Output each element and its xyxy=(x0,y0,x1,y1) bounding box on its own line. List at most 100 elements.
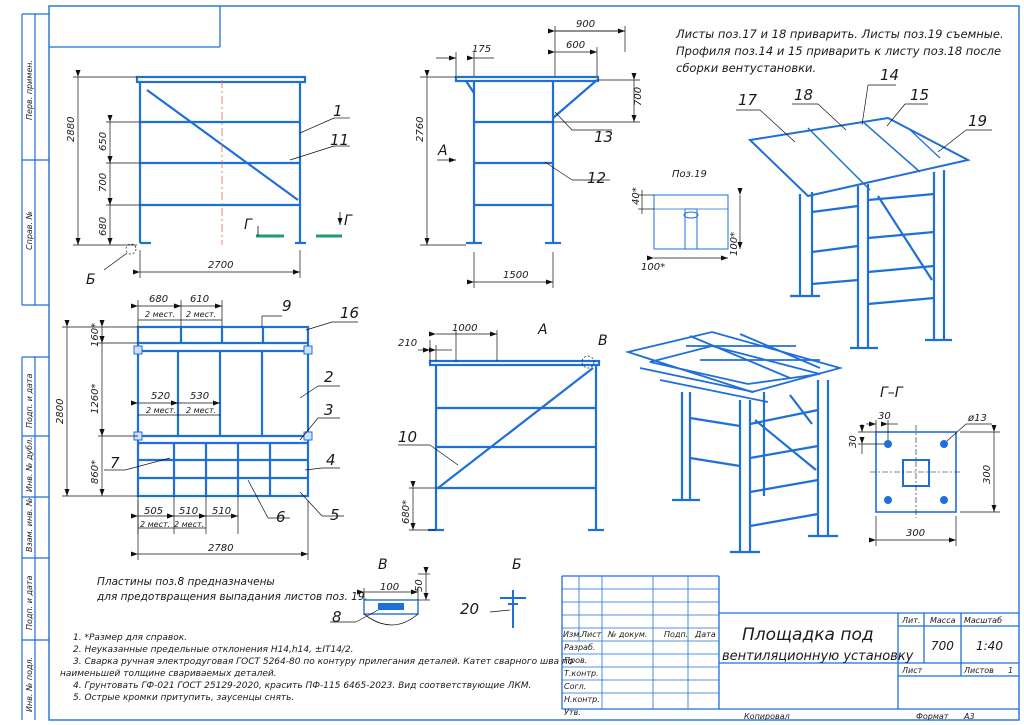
sheets-label: Листов xyxy=(963,666,994,675)
plan-pos-2: 2 xyxy=(324,368,334,386)
plan-dim-bot-a-note: 2 мест. xyxy=(140,520,170,529)
section-mark-left: Г xyxy=(244,217,253,233)
plan-dim-top-a-note: 2 мест. xyxy=(145,310,175,319)
plan-pos-5: 5 xyxy=(330,506,340,524)
mass-value: 700 xyxy=(931,639,954,653)
stamp-role-0: Разраб. xyxy=(564,643,595,652)
side-view-mark: А xyxy=(437,143,448,159)
plan-dim-left-top: 160* xyxy=(90,323,101,347)
sheets-value: 1 xyxy=(1008,666,1013,675)
stamp-role-5: Утв. xyxy=(564,708,581,717)
detail-b-pos-20: 20 xyxy=(460,600,479,618)
stamp-header-4: Дата xyxy=(694,630,716,639)
plan-dim-mid-a: 520 xyxy=(151,391,170,402)
side-dim-left: 175 xyxy=(472,44,491,55)
plan-pos-16: 16 xyxy=(340,304,359,322)
title-block: Изм. Лист № докум. Подп. Дата Разраб. Пр… xyxy=(561,575,1019,721)
iso-view-top: 17 18 14 15 19 xyxy=(736,66,992,350)
plan-pos-7: 7 xyxy=(110,454,120,472)
plan-dim-bot-b: 510 xyxy=(179,506,198,517)
format-value: A3 xyxy=(963,712,975,721)
sheet-label: Лист xyxy=(901,666,923,675)
plan-dim-bot-a: 505 xyxy=(144,506,163,517)
side-pos-13: 13 xyxy=(594,128,613,146)
section-g-dim-hole: ø13 xyxy=(967,413,987,424)
detail-v-dim-w: 100 xyxy=(380,582,399,593)
detail-v: В 100 50 8 xyxy=(330,557,430,626)
front-dim-h1: 650 xyxy=(98,132,109,151)
iso-pos-15: 15 xyxy=(910,86,929,104)
plan-dim-mid-b: 530 xyxy=(190,391,209,402)
plan-pos-6: 6 xyxy=(276,508,286,526)
margin-label-4: Взам. инв. № xyxy=(25,498,34,552)
note-top-line-0: Листы поз.17 и 18 приварить. Листы поз.1… xyxy=(675,27,1004,41)
pos19-title: Поз.19 xyxy=(672,169,707,180)
front-dim-h2: 700 xyxy=(98,173,109,192)
margin-label-0: Перв. примен. xyxy=(25,60,34,120)
plates-note-line-1: для предотвращения выпадания листов поз.… xyxy=(96,591,368,603)
stamp-header-3: Подп. xyxy=(664,630,688,639)
top-left-stamp xyxy=(49,6,221,48)
margin-label-3: Инв. № дубл. xyxy=(25,437,34,492)
detail-v-title: В xyxy=(378,557,388,573)
stamp-header-2: № докум. xyxy=(607,630,647,639)
front-pos-1: 1 xyxy=(333,102,343,120)
stamp-header-1: Лист xyxy=(580,630,602,639)
general-notes: 1. *Размер для справок. 2. Неуказанные п… xyxy=(60,633,574,703)
left-margin-strip xyxy=(21,13,49,720)
iso-pos-14: 14 xyxy=(880,66,899,84)
plan-dim-bot-c: 510 xyxy=(212,506,231,517)
stamp-header-0: Изм. xyxy=(563,630,582,639)
iso-view-bottom xyxy=(624,331,844,554)
margin-label-2: Подп. и дата xyxy=(25,373,34,428)
top-right-note: Листы поз.17 и 18 приварить. Листы поз.1… xyxy=(675,27,1004,75)
general-note-1: 2. Неуказанные предельные отклонения H14… xyxy=(73,645,354,655)
plan-pos-3: 3 xyxy=(324,401,334,419)
margin-label-5: Подп. и дата xyxy=(25,575,34,630)
plan-dim-left-total: 2800 xyxy=(55,399,66,424)
plan-dim-left-bot: 860* xyxy=(90,460,101,484)
front-view: 2880 650 700 680 2700 1 11 Б Г Г xyxy=(66,70,353,288)
copied-label: Копировал xyxy=(744,712,790,721)
side-dim-top2: 600 xyxy=(566,40,585,51)
plan-dim-mid-a-note: 2 мест. xyxy=(146,406,176,415)
side-pos-12: 12 xyxy=(587,169,606,187)
general-note-4: 4. Грунтовать ГФ-021 ГОСТ 25129-2020, кр… xyxy=(73,681,531,691)
plan-dim-left-mid: 1260* xyxy=(90,384,101,414)
iso-pos-17: 17 xyxy=(738,91,758,109)
pos19-dim-h2: 100* xyxy=(729,232,740,256)
plan-pos-4: 4 xyxy=(326,451,336,469)
iso-pos-19: 19 xyxy=(968,112,987,130)
plan-view: 680 2 мест. 610 2 мест. 520 2 мест. 530 … xyxy=(55,294,359,560)
plan-dim-top-b-note: 2 мест. xyxy=(186,310,216,319)
stamp-role-3: Согл. xyxy=(564,682,586,691)
scale-value: 1:40 xyxy=(976,639,1003,653)
section-g-dim-h: 300 xyxy=(982,465,993,484)
plan-dim-top-b: 610 xyxy=(190,294,209,305)
detail-v-pos-8: 8 xyxy=(332,608,342,626)
scale-label: Масштаб xyxy=(964,616,1002,625)
stamp-role-1: Пров. xyxy=(564,656,587,665)
section-g-g: Г–Г xyxy=(848,385,1000,546)
side-view: 2760 900 600 175 700 1500 13 12 А xyxy=(415,19,644,288)
mass-label: Масса xyxy=(930,616,956,625)
plan-dim-bot-b-note: 2 мест. xyxy=(174,520,204,529)
section-mark-right: Г xyxy=(344,213,353,229)
doc-title-line-1: Площадка под xyxy=(742,625,874,645)
front-dim-width: 2700 xyxy=(208,260,233,271)
margin-label-1: Справ. № xyxy=(25,211,34,250)
pos19-dim-w: 100* xyxy=(641,262,665,273)
format-label: Формат xyxy=(916,712,949,721)
general-note-5: 5. Острые кромки притупить, заусенцы сня… xyxy=(73,693,294,703)
side-dim-height: 2760 xyxy=(415,117,426,142)
side-dim-base: 1500 xyxy=(503,270,528,281)
view-a-title: А xyxy=(537,322,548,338)
side-dim-top1: 900 xyxy=(576,19,595,30)
note-top-line-1: Профиля поз.14 и 15 приварить к листу по… xyxy=(676,44,1001,58)
lit-label: Лит. xyxy=(901,616,920,625)
plan-dim-mid-b-note: 2 мест. xyxy=(186,406,216,415)
section-g-dim-off2: 30 xyxy=(848,435,859,448)
stamp-role-4: Н.контр. xyxy=(564,695,600,704)
view-a-pos-10: 10 xyxy=(398,428,417,446)
sheet-frame xyxy=(48,5,1020,721)
